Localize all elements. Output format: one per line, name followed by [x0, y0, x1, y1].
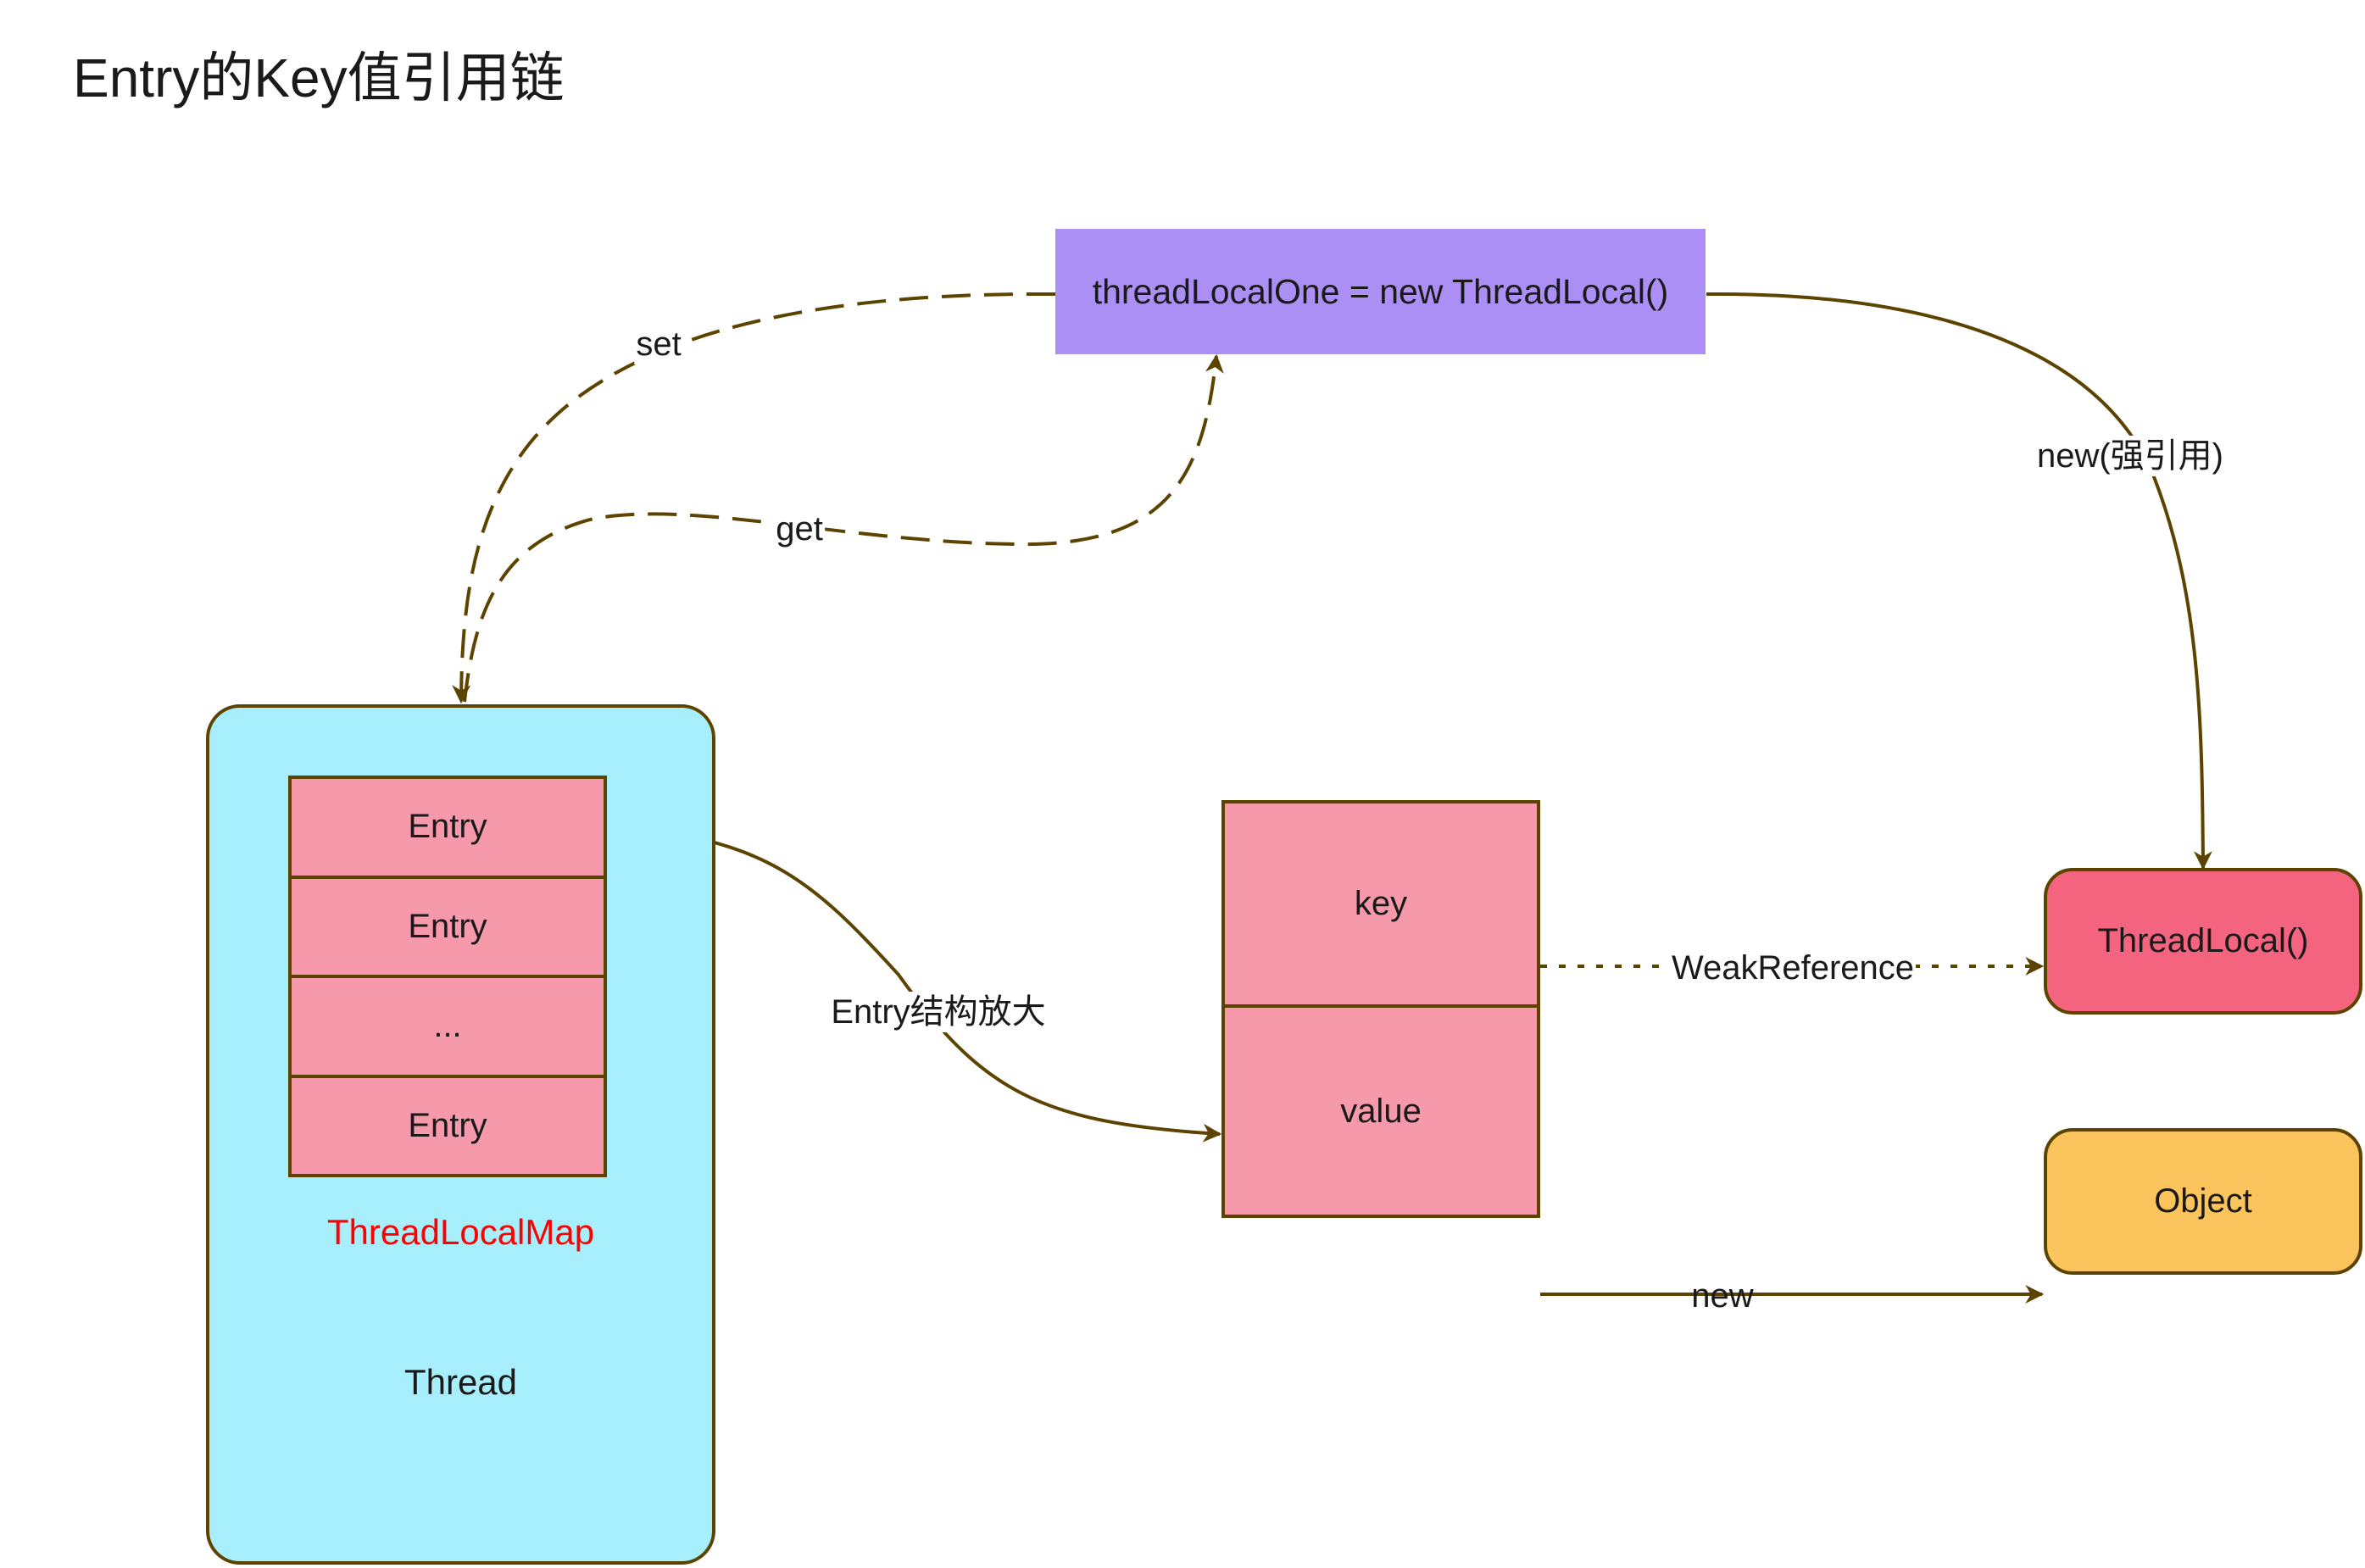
entry-key-cell[interactable]: key — [1225, 803, 1537, 1008]
value-label: value — [1340, 1092, 1422, 1130]
entry-label: Entry — [408, 808, 487, 846]
set-edge-label: set — [634, 324, 683, 364]
set-edge — [452, 292, 1056, 704]
threadlocal-instance-node[interactable]: ThreadLocal() — [2044, 868, 2362, 1015]
threadlocalmap-label: ThreadLocalMap — [326, 1212, 595, 1252]
strong-new-edge — [1706, 292, 2212, 870]
entry-detail-node: key value — [1221, 800, 1540, 1218]
entry-row[interactable]: Entry — [292, 779, 604, 879]
entry-label: Entry — [408, 1106, 487, 1144]
diagram-title: Entry的Key值引用链 — [73, 47, 565, 108]
entry-row[interactable]: Entry — [292, 1078, 604, 1175]
weak-reference-edge-label: WeakReference — [1669, 948, 1917, 988]
object-label: Object — [2154, 1182, 2252, 1220]
get-edge — [463, 353, 1224, 703]
entry-label: Entry — [408, 907, 487, 945]
key-label: key — [1354, 885, 1408, 922]
threadlocal-instance-label: ThreadLocal() — [2097, 922, 2309, 959]
threadlocal-variable-label: threadLocalOne = new ThreadLocal() — [1092, 271, 1669, 311]
strong-new-edge-label: new(强引用) — [2034, 436, 2226, 476]
object-node[interactable]: Object — [2044, 1128, 2362, 1275]
entry-row[interactable]: Entry — [292, 879, 604, 978]
threadlocalmap-entry-table: Entry Entry ... Entry — [288, 776, 607, 1177]
value-new-edge-label: new — [1691, 1277, 1754, 1315]
thread-label: Thread — [403, 1362, 518, 1402]
get-edge-label: get — [774, 509, 825, 549]
zoom-edge-label: Entry结构放大 — [829, 992, 1048, 1032]
entry-row[interactable]: ... — [292, 978, 604, 1078]
entry-label: ... — [433, 1007, 462, 1045]
threadlocal-variable-node[interactable]: threadLocalOne = new ThreadLocal() — [1055, 229, 1706, 354]
zoom-edge — [606, 826, 1222, 1143]
entry-value-cell[interactable]: value — [1225, 1008, 1537, 1215]
